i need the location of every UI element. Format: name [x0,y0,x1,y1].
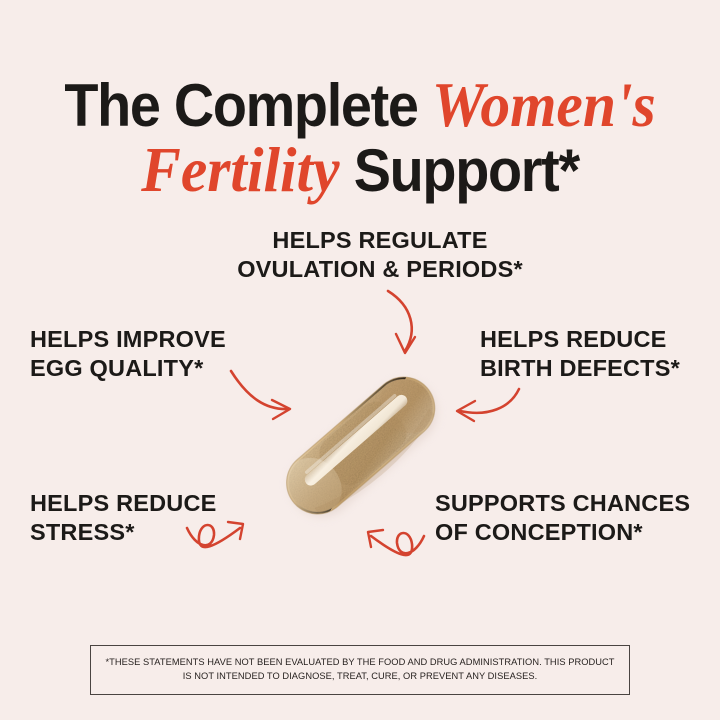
capsule-end-right [379,376,436,434]
fda-disclaimer-line-1: *THESE STATEMENTS HAVE NOT BEEN EVALUATE… [105,657,615,667]
callout-conception: SUPPORTS CHANCES OF CONCEPTION* [435,489,715,546]
arrow-birth-defects [455,387,521,423]
arrow-ovulation [386,289,417,355]
capsule-graphic [286,376,436,516]
capsule-rim-shadow [314,408,435,515]
callout-conception-line-1: SUPPORTS CHANCES [435,490,691,516]
capsule-highlight-thin [304,394,397,474]
capsule-outline [286,376,436,515]
headline-text-complete: The Complete [64,72,432,140]
capsule-highlight-streak [304,394,408,486]
callout-stress-line-2: STRESS* [30,518,135,545]
callout-egg-quality: HELPS IMPROVE EGG QUALITY* [30,325,280,382]
callout-egg-quality-line-1: HELPS IMPROVE [30,326,226,352]
product-capsule-image [262,352,462,542]
callout-ovulation: HELPS REGULATE OVULATION & PERIODS* [235,226,525,283]
headline-accent-fertility: Fertility [141,134,340,206]
callout-birth-defects-line-1: HELPS REDUCE [480,326,667,352]
headline-text-support: Support* [339,137,580,205]
fda-disclaimer: *THESE STATEMENTS HAVE NOT BEEN EVALUATE… [90,645,630,695]
callout-egg-quality-line-2: EGG QUALITY* [30,354,204,381]
callout-birth-defects-line-2: BIRTH DEFECTS* [480,354,680,381]
callout-birth-defects: HELPS REDUCE BIRTH DEFECTS* [480,325,710,382]
callout-ovulation-line-2: OVULATION & PERIODS* [237,255,523,282]
headline-line-2: Fertility Support* [25,137,695,202]
headline-line-1: The Complete Women's [25,72,695,137]
callout-conception-line-2: OF CONCEPTION* [435,518,643,545]
page-title: The Complete Women's Fertility Support* [25,72,695,203]
callout-stress-line-1: HELPS REDUCE [30,490,217,516]
headline-accent-womens: Women's [431,69,656,141]
callout-ovulation-line-1: HELPS REGULATE [272,227,488,253]
fda-disclaimer-line-2: IS NOT INTENDED TO DIAGNOSE, TREAT, CURE… [182,671,538,682]
callout-stress: HELPS REDUCE STRESS* [30,489,250,546]
capsule-body [286,376,436,515]
